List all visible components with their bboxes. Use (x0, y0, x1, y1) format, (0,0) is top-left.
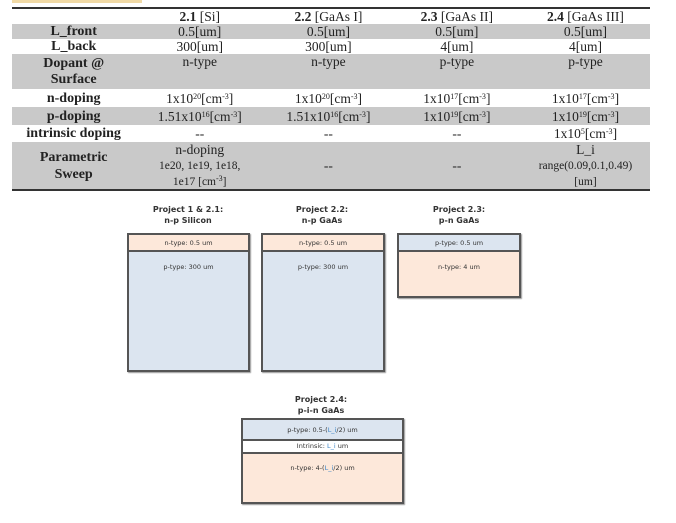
row-intrinsic-doping: intrinsic doping ------ 1x105[cm-3] (26, 126, 618, 141)
p-layer: p-type: 300 um (263, 252, 383, 370)
p-layer: p-type: 0.5 um (399, 235, 519, 252)
p-layer: p-type: 300 um (129, 252, 248, 370)
n-layer: n-type: 0.5 um (263, 235, 383, 252)
col-header-2-4: 2.4 [GaAs III] (520, 7, 650, 24)
col-header-2-3: 2.3 [GaAs II] (392, 7, 521, 24)
n-layer: n-type: 4 um (399, 252, 519, 296)
row-p-doping: p-doping 1.51x1016[cm-3] 1.51x1016[cm-3]… (12, 107, 650, 125)
n-layer: n-type: 0.5 um (129, 235, 248, 252)
device-parameter-table: 2.1 [Si] 2.2 [GaAs I] 2.3 [GaAs II] 2.4 … (12, 7, 650, 191)
col-header-2-2: 2.2 [GaAs I] (264, 7, 393, 24)
clipped-section-heading (12, 0, 142, 3)
p-layer: p-type: 0.5-(L_i/2) um (243, 420, 402, 441)
row-l-front: L_front 0.5[um]0.5[um]0.5[um]0.5[um] (12, 24, 650, 39)
header-row: 2.1 [Si] 2.2 [GaAs I] 2.3 [GaAs II] 2.4 … (12, 7, 650, 24)
n-layer: n-type: 4-(L_i/2) um (243, 454, 402, 502)
row-n-doping: n-doping 1x1020[cm-3] 1x1020[cm-3] 1x101… (46, 90, 620, 106)
intrinsic-layer: Intrinsic: L_i um (243, 441, 402, 454)
row-l-back: L_back 300[um]300[um]4[um]4[um] (51, 39, 602, 54)
col-header-2-1: 2.1 [Si] (135, 7, 265, 24)
